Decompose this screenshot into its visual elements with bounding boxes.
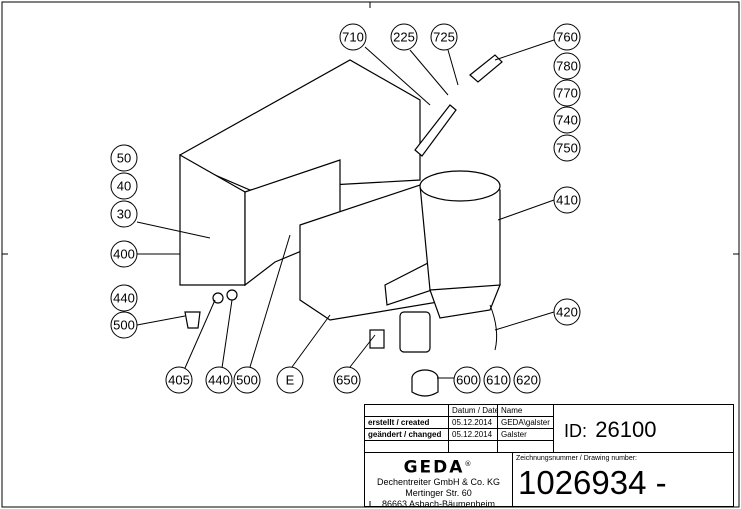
company-street: Mertinger Str. 60	[405, 487, 472, 498]
registered-mark: ®	[464, 460, 474, 468]
callout-label: 500	[236, 373, 258, 388]
company-name: Dechentreiter GmbH & Co. KG	[376, 476, 501, 487]
callout: 30	[110, 200, 138, 228]
callout-label: 40	[117, 179, 131, 194]
callout: 405	[165, 366, 193, 394]
callout: 620	[513, 366, 541, 394]
callout-label: 440	[208, 373, 230, 388]
callout-label: 410	[556, 193, 578, 208]
callout: E	[276, 366, 304, 394]
callout-label: 650	[336, 373, 358, 388]
callout-label: 440	[113, 291, 135, 306]
callout: 410	[553, 186, 581, 214]
callout-label: 725	[433, 30, 455, 45]
callout: 500	[233, 366, 261, 394]
callout: 780	[553, 52, 581, 80]
callout: 760	[553, 23, 581, 51]
callout-label: E	[286, 373, 295, 388]
geda-logo: GEDA®	[365, 456, 512, 477]
callout: 600	[453, 366, 481, 394]
callout: 725	[430, 23, 458, 51]
drawing-number-label: Zeichnungsnummer / Drawing number:	[516, 455, 637, 462]
id-cell: ID: 26100	[553, 404, 734, 453]
callout: 400	[110, 240, 138, 268]
callout-label: 760	[556, 30, 578, 45]
callout: 420	[553, 298, 581, 326]
callout-label: 620	[516, 373, 538, 388]
callout-label: 420	[556, 305, 578, 320]
callout: 750	[553, 134, 581, 162]
callout: 440	[110, 284, 138, 312]
callout-label: 750	[556, 141, 578, 156]
logo-text: GEDA	[403, 457, 465, 478]
machine-assembly	[179, 54, 503, 397]
callout: 50	[110, 144, 138, 172]
callout: 740	[553, 106, 581, 134]
callout-label: 405	[168, 373, 190, 388]
callout-label: 610	[486, 373, 508, 388]
callout-label: 770	[556, 86, 578, 101]
callout-label: 50	[117, 151, 131, 166]
callout: 40	[110, 172, 138, 200]
drawing-number-cell: Zeichnungsnummer / Drawing number: 10269…	[512, 452, 734, 507]
callout-label: 710	[342, 30, 364, 45]
callout-label: 225	[393, 30, 415, 45]
drawing-number: 1026934 -	[518, 464, 667, 501]
leader-lines	[136, 39, 555, 379]
callout: 770	[553, 79, 581, 107]
id-label: ID:	[564, 421, 588, 441]
company-cell: GEDA® Dechentreiter GmbH & Co. KG Mertin…	[364, 452, 513, 507]
callout: 710	[339, 23, 367, 51]
callout-label: 30	[117, 207, 131, 222]
callout: 610	[483, 366, 511, 394]
company-city: 86663 Asbach-Bäumenheim	[381, 498, 496, 507]
callout-label: 780	[556, 59, 578, 74]
id-value: 26100	[595, 417, 657, 442]
callout-label: 740	[556, 113, 578, 128]
callout: 225	[390, 23, 418, 51]
callout: 500	[110, 311, 138, 339]
callout-label: 400	[113, 247, 135, 262]
callout-label: 600	[456, 373, 478, 388]
callout-label: 500	[113, 318, 135, 333]
callout: 650	[333, 366, 361, 394]
callout: 440	[205, 366, 233, 394]
